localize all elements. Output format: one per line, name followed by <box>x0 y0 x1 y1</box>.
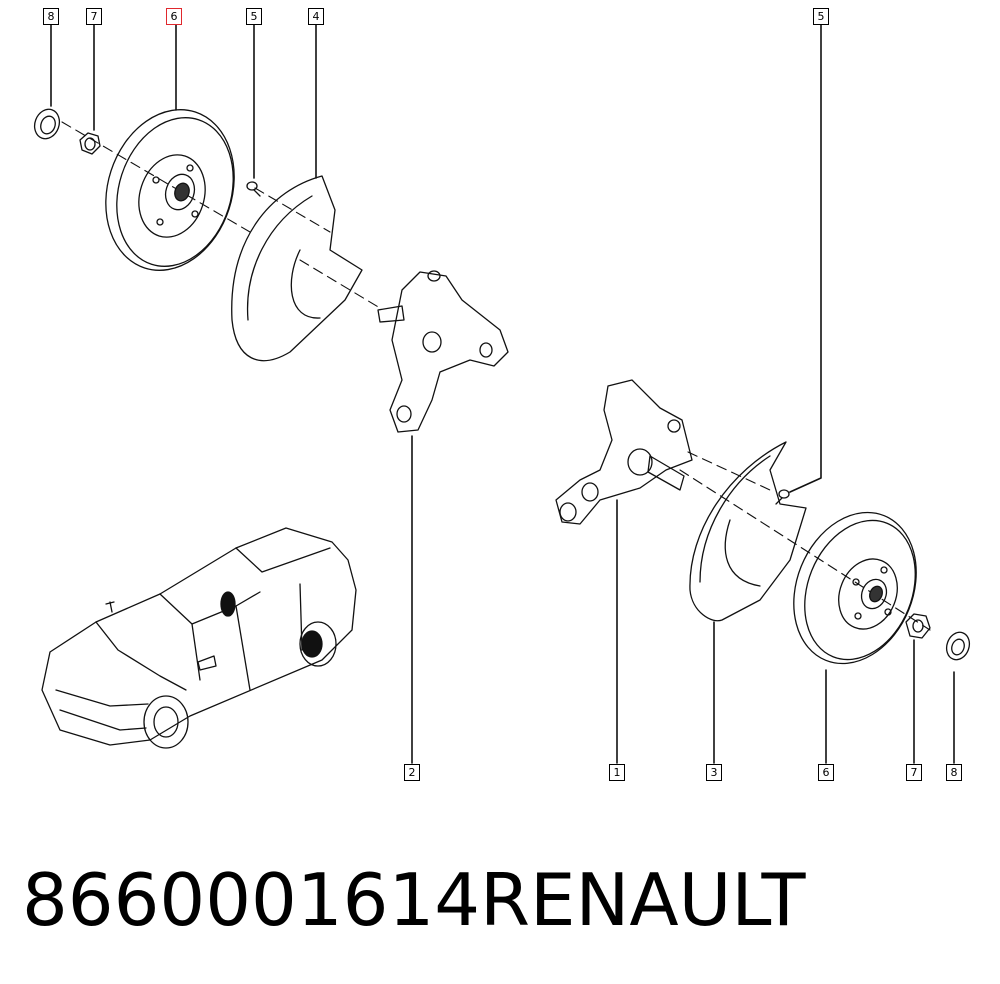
right-steering-knuckle <box>555 379 693 525</box>
right-bolt <box>775 489 790 505</box>
callout-right-1: 1 <box>609 764 625 781</box>
callout-left-5: 5 <box>246 8 262 25</box>
left-brake-disc <box>105 109 235 271</box>
callout-right-3: 3 <box>706 764 722 781</box>
callout-right-6: 6 <box>818 764 834 781</box>
right-brake-disc <box>793 511 917 665</box>
left-bolt <box>246 181 261 197</box>
car-illustration <box>41 527 357 749</box>
leader-lines-left <box>50 24 413 764</box>
brand-name: RENAULT <box>480 858 806 942</box>
right-backing-plate <box>689 441 807 622</box>
callout-right-5: 5 <box>813 8 829 25</box>
callout-left-7: 7 <box>86 8 102 25</box>
part-number: 8660001614 <box>22 858 481 942</box>
right-seal-cap <box>945 631 971 661</box>
callout-right-7: 7 <box>906 764 922 781</box>
leader-lines-right <box>616 24 955 764</box>
left-hub-nut <box>79 132 101 155</box>
callout-left-8: 8 <box>43 8 59 25</box>
left-backing-plate <box>231 175 363 362</box>
left-steering-knuckle <box>377 270 509 433</box>
callout-left-2: 2 <box>404 764 420 781</box>
callout-left-4: 4 <box>308 8 324 25</box>
left-seal-cap <box>33 108 61 140</box>
callout-right-8: 8 <box>946 764 962 781</box>
callout-left-6-highlighted: 6 <box>166 8 182 25</box>
right-hub-nut <box>905 613 931 639</box>
